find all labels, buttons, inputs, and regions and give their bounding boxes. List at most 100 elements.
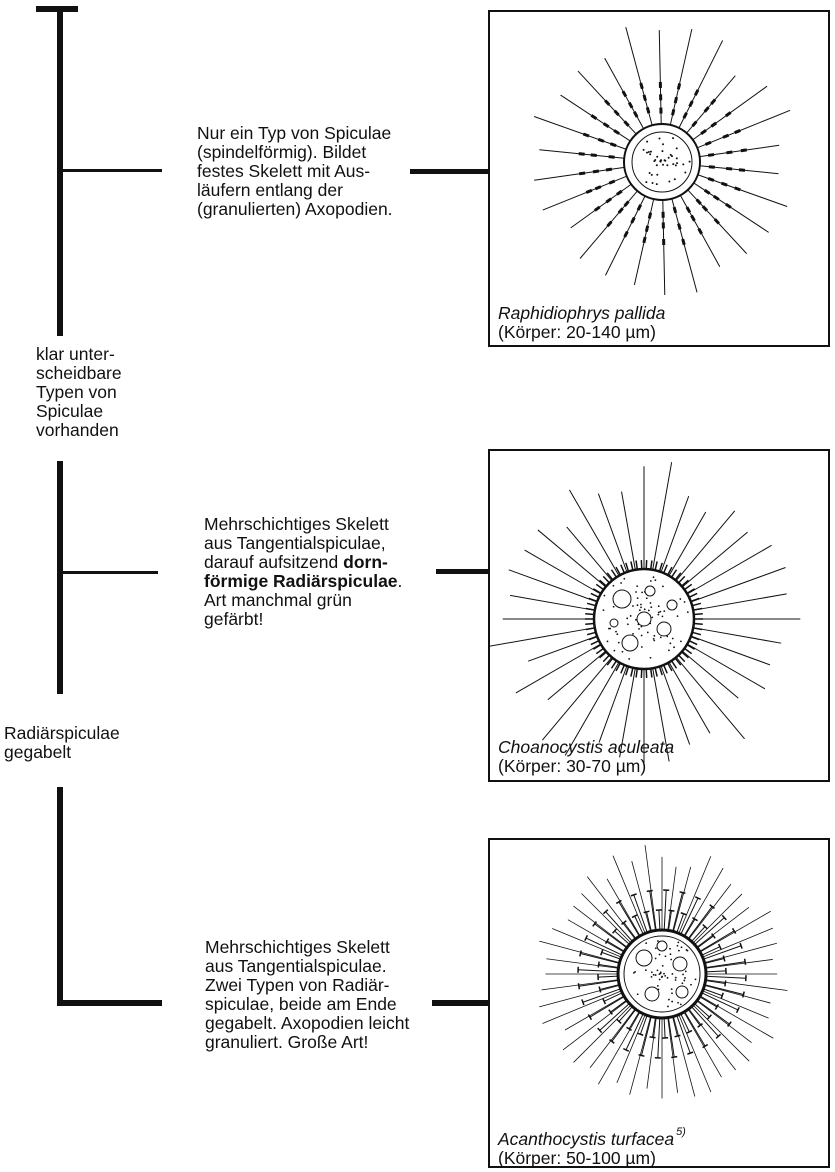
spicule-fork	[715, 1033, 722, 1039]
granule	[651, 616, 654, 619]
axopodium	[675, 510, 736, 582]
forked-spicule	[618, 1006, 633, 1022]
forked-spicule	[668, 910, 672, 931]
radial-spicule	[588, 597, 598, 603]
spicule	[594, 185, 602, 191]
radial-spicule	[662, 664, 668, 674]
granule	[661, 964, 664, 967]
granule	[626, 623, 629, 626]
granule	[632, 971, 635, 974]
radial-spicule	[635, 560, 639, 570]
radial-spicule	[693, 612, 703, 616]
vacuole	[635, 949, 653, 967]
axopodium	[678, 1014, 712, 1093]
axopodium	[702, 927, 773, 958]
granule	[652, 973, 655, 976]
radial-spicule	[586, 631, 597, 636]
axopodium	[508, 569, 598, 603]
granule	[662, 143, 665, 146]
axopodium	[547, 650, 607, 701]
granule	[649, 656, 652, 659]
spicule-fork	[646, 889, 653, 893]
radial-spicule	[615, 566, 621, 576]
spicule-fork	[604, 938, 610, 945]
description-3: Mehrschichtiges Skelett aus Tangentialsp…	[205, 937, 410, 1052]
species-name-text: Acanthocystis turfacea	[498, 1129, 675, 1149]
forked-spicule	[628, 1011, 640, 1030]
radial-spicule	[595, 647, 604, 655]
granule	[661, 150, 664, 153]
granule	[649, 602, 652, 604]
spicule	[693, 89, 700, 96]
axopodium	[669, 28, 693, 126]
radial-spicule	[615, 662, 621, 672]
radial-spicule	[674, 657, 682, 666]
granule	[673, 178, 676, 181]
axopodium	[699, 995, 774, 1039]
radial-spicule	[667, 662, 673, 672]
vacuole	[644, 986, 660, 1002]
axopodium	[704, 985, 771, 1004]
vacuole	[666, 599, 678, 611]
granule	[657, 605, 660, 608]
granule	[656, 155, 659, 158]
spicule	[695, 198, 702, 205]
forked-spicule	[704, 984, 744, 995]
spicule-fork	[686, 1029, 693, 1034]
granule	[677, 941, 680, 944]
forked-spicule	[703, 945, 742, 960]
axopodium	[524, 549, 601, 595]
axopodium	[515, 643, 601, 694]
radial-spicule	[693, 622, 703, 626]
spicule-fork	[727, 1021, 732, 1027]
spicule	[740, 148, 747, 153]
radial-spicule	[649, 560, 653, 570]
granule	[621, 650, 624, 653]
axopodium	[542, 990, 622, 1024]
axopodium	[606, 878, 641, 937]
granule	[649, 153, 652, 156]
axopodium	[696, 1000, 752, 1044]
forked-spicule	[594, 923, 627, 949]
species-panel-2: Choanocystis aculeata (Körper: 30-70 µm)	[488, 449, 830, 782]
acanthocystis-illustration	[539, 845, 788, 1099]
granule	[694, 978, 697, 981]
spicule	[712, 194, 720, 201]
axopodium	[687, 643, 766, 690]
description-2-text: Mehrschichtiges Skelett aus Tangentialsp…	[204, 514, 389, 572]
spicule	[582, 132, 590, 138]
forked-spicule	[598, 964, 619, 968]
granule	[671, 992, 673, 995]
granule	[685, 948, 688, 951]
choanocystis-illustration	[490, 462, 801, 763]
granule	[640, 625, 643, 628]
forked-spicule	[694, 917, 725, 945]
spicule	[681, 238, 686, 246]
forked-spicule	[705, 970, 726, 973]
granule	[675, 147, 678, 150]
granule	[635, 618, 637, 621]
granule	[663, 159, 666, 162]
forked-spicule	[614, 930, 630, 945]
spicule-fork	[702, 924, 708, 930]
spicule-fork	[671, 1055, 678, 1059]
granule	[651, 181, 654, 184]
species-caption-1: Raphidiophrys pallida (Körper: 20-140 µm…	[498, 304, 665, 342]
granule	[659, 160, 662, 163]
radial-spicule	[684, 583, 693, 591]
axopodium	[621, 491, 636, 570]
forked-spicule	[672, 1016, 678, 1037]
spicule	[677, 223, 682, 230]
species-panel-1: Raphidiophrys pallida (Körper: 20-140 µm…	[488, 10, 830, 347]
tree-trunk-lower	[57, 787, 63, 1006]
axopodium	[646, 1017, 657, 1089]
spicule	[688, 100, 694, 108]
spicule-fork	[600, 949, 604, 956]
forked-spicule	[691, 926, 706, 942]
spicule-fork	[597, 961, 600, 968]
spicule	[734, 186, 741, 192]
granule	[635, 591, 637, 593]
species-footnote: 5)	[676, 1126, 686, 1138]
